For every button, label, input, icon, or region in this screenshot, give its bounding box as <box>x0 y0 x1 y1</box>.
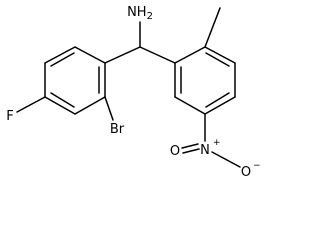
bond-ring-left-1 <box>74 46 106 64</box>
bond-ring-right-4 <box>204 96 236 115</box>
bond-ring-left-2 <box>44 46 76 64</box>
bond-nitro-single <box>211 151 241 168</box>
bond-to-bromine <box>104 96 114 121</box>
nitro-oxygen-single-label: O <box>241 165 251 180</box>
left-benzene-ring <box>44 46 106 115</box>
double-bond-left-a <box>50 52 75 67</box>
bond-to-fluorine <box>16 96 46 113</box>
double-bond-right-b <box>205 92 230 108</box>
bond-left-ring-to-center <box>104 46 141 64</box>
bond-nitro-double-b <box>182 148 200 154</box>
double-bond-right-a <box>205 52 230 67</box>
fluorine-label: F <box>6 109 13 124</box>
right-benzene-ring <box>174 46 236 115</box>
nitro-oxygen-double-label: O <box>170 144 180 159</box>
oxygen-negative-charge: − <box>253 161 261 171</box>
bond-to-methyl <box>204 7 221 48</box>
bond-center-to-right-ring <box>139 46 176 64</box>
bond-ring-right-1 <box>174 46 206 64</box>
amine-subscript: 2 <box>147 11 153 22</box>
bond-ring-left-5 <box>74 96 106 115</box>
bond-ring-right-5 <box>174 96 206 115</box>
nitro-nitrogen-label: N <box>200 143 210 158</box>
double-bond-left-b <box>50 92 75 108</box>
bromine-label: Br <box>110 122 125 137</box>
bond-nitro-double-a <box>181 143 199 149</box>
bond-ring-right-2 <box>204 46 236 64</box>
nitrogen-positive-charge: + <box>213 138 221 148</box>
amine-label: NH2 <box>127 5 153 22</box>
bond-ring-left-4 <box>44 96 76 115</box>
chemical-structure-diagram: NH2 Br F N + O O − <box>6 5 261 180</box>
